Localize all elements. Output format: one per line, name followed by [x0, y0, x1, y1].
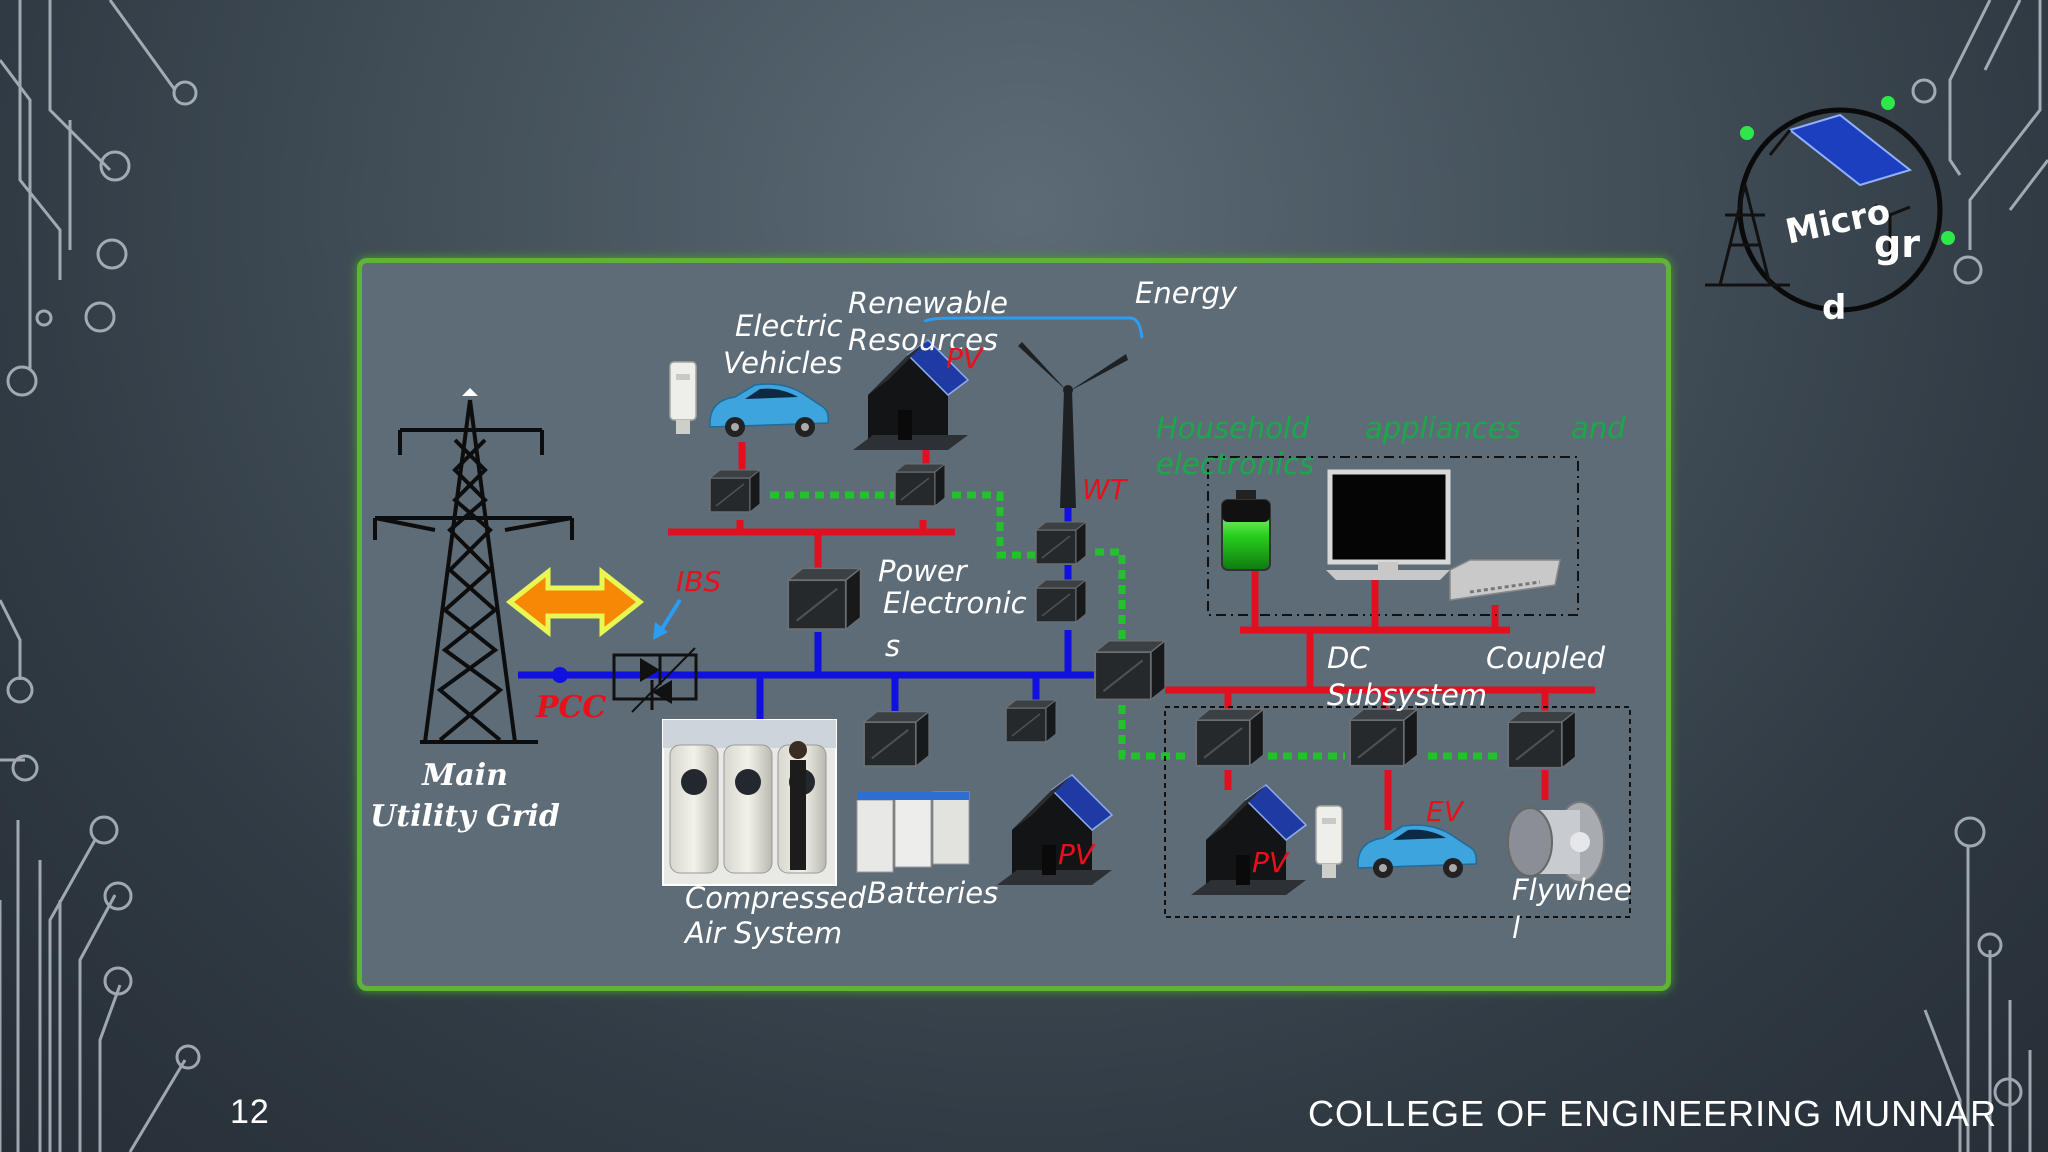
label-electronic: Electronic: [883, 586, 1027, 620]
logo-text-gr: gr: [1874, 222, 1920, 266]
battery-icon: [1221, 490, 1271, 571]
label-batteries: Batteries: [867, 876, 999, 910]
label-utility-grid: Utility Grid: [370, 799, 560, 834]
static-switch-icon: [612, 598, 698, 713]
label-compressed: Compressed: [685, 881, 866, 915]
dc-bus: [668, 442, 1595, 830]
label-vehicles: Vehicles: [723, 346, 843, 380]
label-flywheel: Flywhee: [1512, 873, 1632, 907]
dc-electric-vehicle-icon: [1357, 824, 1478, 879]
label-flywheel-l: l: [1512, 911, 1521, 945]
wt-converter-1: [1035, 521, 1087, 565]
label-power-s: s: [885, 629, 901, 663]
solar-panel-icon: [1787, 113, 1913, 187]
label-dc: DC: [1327, 641, 1370, 675]
battery-converter: [863, 710, 930, 768]
dc-ev-converter: [1348, 708, 1419, 767]
label-air-system: Air System: [685, 916, 843, 950]
page-number: 12: [230, 1093, 270, 1131]
label-ev: EV: [1426, 795, 1463, 828]
pv-dc-house-icon: [1190, 784, 1307, 896]
label-main: Main: [422, 758, 508, 793]
turbine-icon: [1874, 203, 1911, 260]
label-pv-mid: PV: [1058, 838, 1095, 871]
label-pv-top: PV: [946, 342, 983, 375]
label-electric: Electric: [735, 309, 843, 343]
monitor-icon: [1326, 469, 1451, 580]
label-renewable: Renewable: [848, 286, 1009, 320]
pv-converter: [894, 463, 946, 507]
tower-icon: [1705, 184, 1790, 287]
ac-dc-converter: [1093, 639, 1167, 701]
label-pv-dc: PV: [1252, 846, 1289, 879]
bidirectional-arrow-icon: [505, 566, 645, 638]
label-appliances: appliances: [1365, 411, 1521, 445]
label-resources: Resources: [848, 323, 999, 357]
label-energy: Energy: [1135, 276, 1238, 310]
energy-brace: [923, 316, 1144, 339]
wt-converter-2: [1035, 579, 1087, 623]
footer-college-name: COLLEGE OF ENGINEERING MUNNAR: [1308, 1093, 1998, 1134]
router-icon: [1449, 559, 1561, 601]
label-ibs: IBS: [676, 565, 722, 598]
household-group-box: [1207, 456, 1579, 616]
flywheel-icon: [1507, 801, 1605, 883]
label-household: Household: [1156, 411, 1310, 445]
label-coupled: Coupled: [1486, 641, 1606, 675]
label-subsystem: Subsystem: [1327, 678, 1488, 712]
ev-converter: [709, 469, 761, 513]
label-and: and: [1571, 411, 1626, 445]
label-wt: WT: [1082, 473, 1127, 506]
compressed-air-photo: [662, 719, 837, 886]
dc-subsystem-box: [1164, 706, 1631, 918]
main-converter: [786, 567, 862, 631]
pv-mid-house-icon: [996, 774, 1113, 886]
battery-bank-icon: [856, 791, 970, 873]
wind-turbine-icon: [1018, 342, 1128, 508]
dc-pv-converter: [1194, 708, 1265, 767]
logo-text-d: d: [1822, 288, 1847, 328]
pv-mid-converter: [1005, 699, 1057, 743]
label-pcc: PCC: [536, 690, 607, 725]
dc-flywheel-converter: [1506, 710, 1577, 769]
label-power: Power: [878, 554, 967, 588]
microgrid-logo: [1705, 96, 1955, 313]
electric-vehicle-icon: [709, 383, 830, 438]
transmission-tower-icon: [373, 399, 574, 744]
label-electronics: electronics: [1156, 447, 1315, 481]
dc-ev-charger-icon: [1315, 805, 1343, 879]
ev-charger-icon: [669, 361, 697, 435]
